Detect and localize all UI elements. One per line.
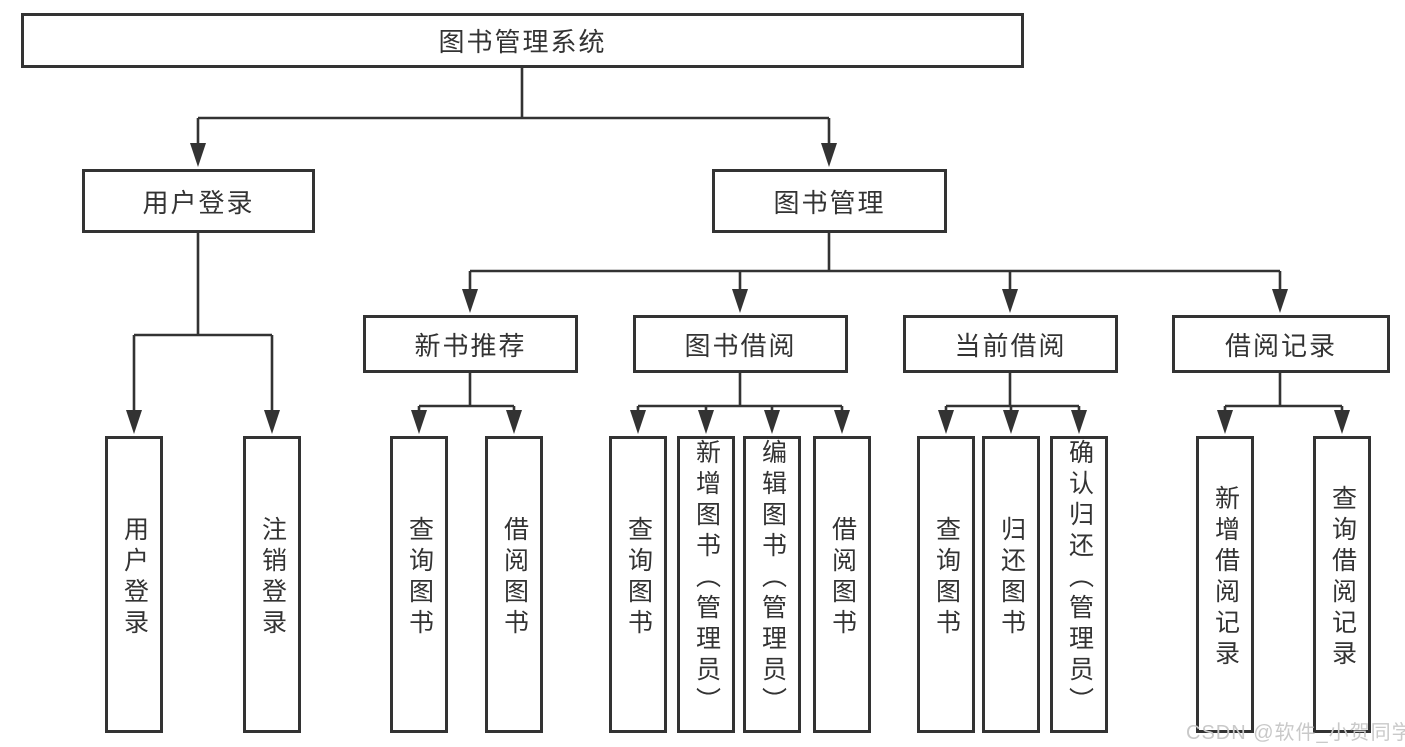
branch-label: 当前借阅 [954,330,1067,361]
arrowheads [126,143,1350,434]
branch-label: 借阅记录 [1224,330,1337,361]
leaf-borrow-books-recommend: 借阅图书 [485,436,543,733]
leaf-add-borrow-record: 新增借阅记录 [1196,436,1254,733]
leaf-label: 新增借阅记录 [1211,484,1240,671]
leaf-add-book-admin: 新增图书（管理员） [677,436,735,733]
leaf-user-login: 用户登录 [105,436,163,733]
leaf-label: 新增图书（管理员） [692,439,721,718]
node-new-book-recommend: 新书推荐 [363,315,578,373]
node-current-borrowing: 当前借阅 [903,315,1118,373]
leaf-label: 用户登录 [120,515,149,640]
branch-label: 用户登录 [142,187,255,218]
leaf-label: 注销登录 [258,515,287,640]
leaf-edit-book-admin: 编辑图书（管理员） [743,436,801,733]
leaf-query-books-recommend: 查询图书 [390,436,448,733]
node-book-borrowing: 图书借阅 [633,315,848,373]
node-borrow-records: 借阅记录 [1172,315,1390,373]
leaf-query-books-borrowing: 查询图书 [609,436,667,733]
leaf-query-books-current: 查询图书 [917,436,975,733]
leaf-return-books: 归还图书 [982,436,1040,733]
leaf-label: 编辑图书（管理员） [758,439,787,718]
branch-label: 新书推荐 [414,330,527,361]
leaf-label: 借阅图书 [500,515,529,640]
node-user-login-branch: 用户登录 [82,169,315,233]
leaf-confirm-return-admin: 确认归还（管理员） [1050,436,1108,733]
csdn-watermark: CSDN @软件_小贺同学 [1186,722,1405,744]
branch-label: 图书管理 [773,187,886,218]
leaf-label: 确认归还（管理员） [1065,439,1094,718]
leaf-borrow-books-borrowing: 借阅图书 [813,436,871,733]
node-root-system: 图书管理系统 [21,13,1024,68]
leaf-label: 查询借阅记录 [1328,484,1357,671]
leaf-logout: 注销登录 [243,436,301,733]
leaf-label: 查询图书 [624,515,653,640]
leaf-label: 借阅图书 [828,515,857,640]
leaf-query-borrow-record: 查询借阅记录 [1313,436,1371,733]
leaf-label: 查询图书 [932,515,961,640]
branch-label: 图书借阅 [684,330,797,361]
node-book-management-branch: 图书管理 [712,169,947,233]
root-label: 图书管理系统 [438,27,607,57]
leaf-label: 归还图书 [997,515,1026,640]
leaf-label: 查询图书 [405,515,434,640]
